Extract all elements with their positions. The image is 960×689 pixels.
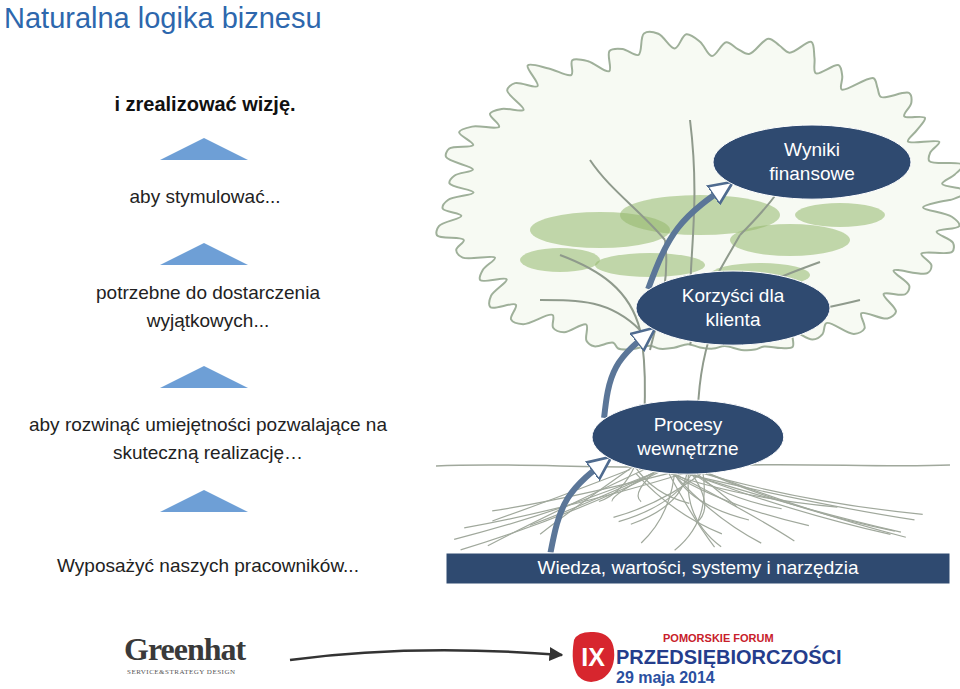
event-name: POMORSKIE FORUM bbox=[663, 632, 774, 645]
node-label: Wyniki finansowe bbox=[753, 138, 871, 186]
step-text: Wyposażyć naszych pracowników... bbox=[33, 554, 383, 577]
perspective-ellipse: Procesy wewnętrzne bbox=[591, 399, 785, 475]
step-triangle bbox=[160, 243, 248, 265]
step-text: aby stymulować... bbox=[80, 185, 330, 208]
page-title: Naturalna logika biznesu bbox=[4, 2, 322, 35]
event-date: 29 maja 2014 bbox=[616, 668, 715, 687]
tree-branch bbox=[540, 300, 640, 330]
tree-root bbox=[488, 466, 652, 546]
tree-root bbox=[690, 471, 705, 523]
node-label: Procesy wewnętrzne bbox=[624, 413, 752, 461]
canopy-outline bbox=[436, 32, 960, 350]
logo-name: Greenhat bbox=[124, 630, 245, 668]
logo-arrow bbox=[290, 650, 562, 660]
ellipse-shape bbox=[591, 399, 785, 475]
tree-root bbox=[612, 468, 662, 501]
step-text: aby rozwinąć umiejętności pozwalające na… bbox=[27, 411, 389, 467]
tree-root bbox=[454, 467, 668, 539]
flow-arrow bbox=[551, 459, 609, 553]
node-label: Korzyści dla klienta bbox=[674, 284, 792, 332]
forum-badge bbox=[573, 632, 615, 682]
tree bbox=[436, 32, 960, 550]
logo-tagline: SERVICE&STRATEGY DESIGN bbox=[127, 668, 236, 676]
node-label: Wiedza, wartości, systemy i narzędzia bbox=[538, 556, 859, 580]
tree-root bbox=[641, 463, 675, 542]
tree-branch bbox=[590, 160, 665, 240]
tree-root bbox=[663, 468, 794, 541]
tree-root bbox=[636, 474, 722, 534]
step-text: potrzebne do dostarczenia wyjątkowych... bbox=[73, 279, 343, 335]
tree-root bbox=[672, 468, 749, 520]
result-ellipse: Wyniki finansowe bbox=[712, 124, 912, 200]
step-triangle bbox=[160, 138, 248, 160]
badge-number: IX bbox=[573, 642, 613, 672]
event-name: PRZEDSIĘBIORCZOŚCI bbox=[616, 645, 842, 669]
step-triangle bbox=[160, 490, 248, 512]
tree-root bbox=[530, 463, 676, 525]
perspective-ellipse: Korzyści dla klienta bbox=[635, 270, 831, 346]
leaf-patch bbox=[595, 253, 705, 277]
ellipse-shape bbox=[635, 270, 831, 346]
tree-root bbox=[464, 472, 688, 528]
ellipse-shape bbox=[712, 124, 912, 200]
step-triangle bbox=[160, 366, 248, 388]
step-text: i zrealizować wizję. bbox=[80, 92, 330, 116]
leaf-patch bbox=[795, 203, 885, 227]
tree-root bbox=[613, 469, 706, 517]
tree-root bbox=[689, 466, 906, 537]
leaf-patch bbox=[730, 224, 850, 256]
foundation-band: Wiedza, wartości, systemy i narzędzia bbox=[446, 553, 950, 584]
